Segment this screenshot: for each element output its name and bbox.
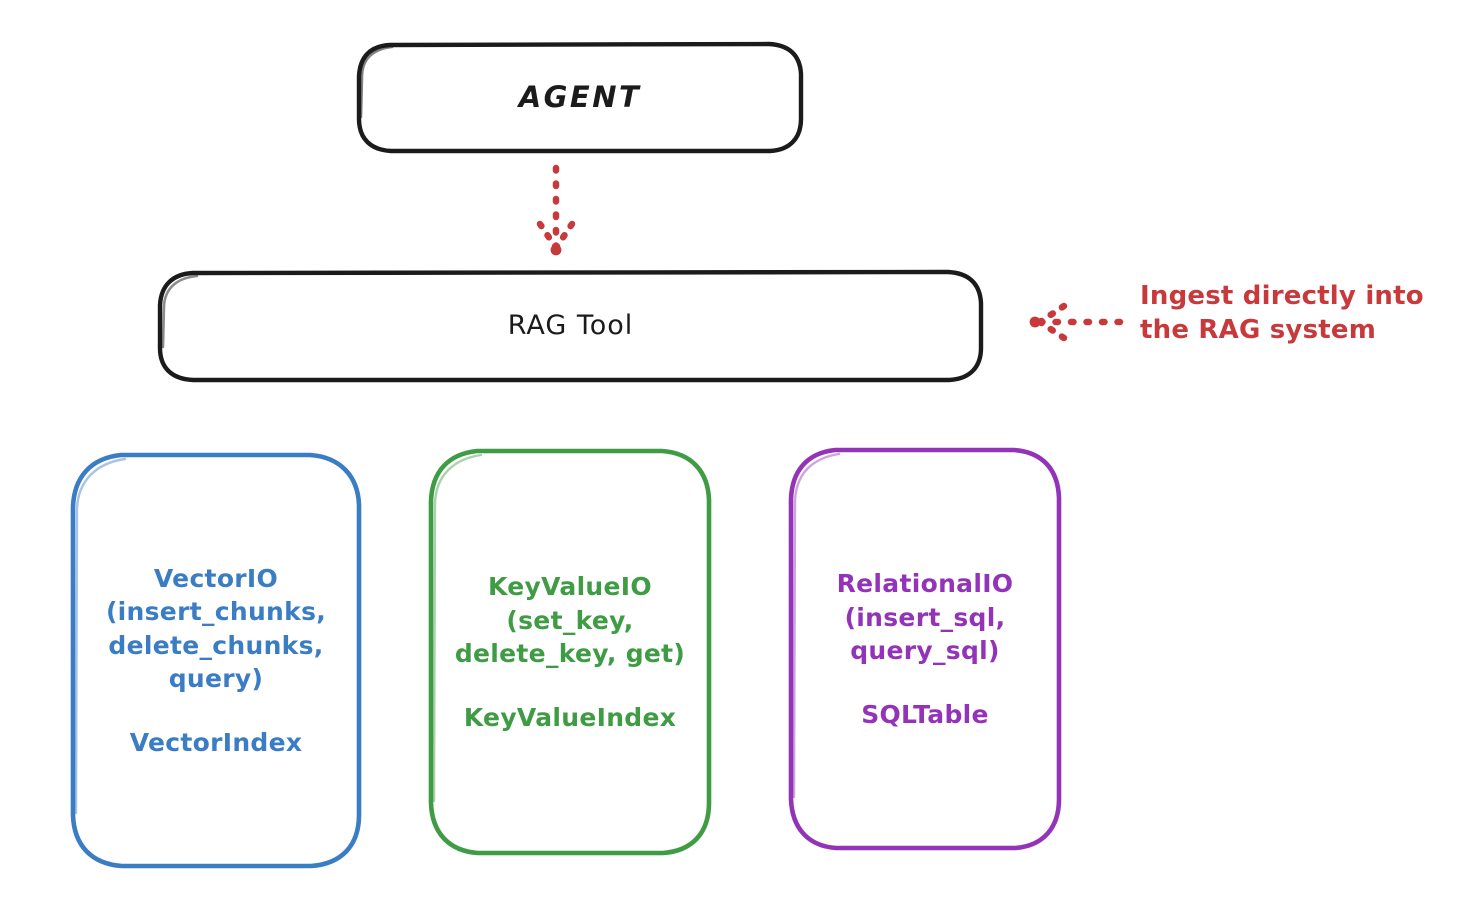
vector-io-label-primary: VectorIO (insert_chunks, delete_chunks, … xyxy=(105,563,327,694)
rag-tool-label: RAG Tool xyxy=(507,310,634,342)
key-value-io-label-primary: KeyValueIO (set_key, delete_key, get) xyxy=(454,572,686,668)
agent-label: AGENT xyxy=(518,79,642,114)
arrow-annotation-to-rag-tool xyxy=(1029,302,1124,342)
key-value-io-label-secondary: KeyValueIndex xyxy=(463,702,677,732)
relational-io-label-secondary: SQLTable xyxy=(861,699,989,729)
annotation-ingest-label: Ingest directly into the RAG system xyxy=(1140,281,1424,345)
vector-io-label-secondary: VectorIndex xyxy=(129,727,303,757)
arrow-agent-to-rag-tool xyxy=(536,164,576,256)
relational-io-label-primary: RelationalIO (insert_sql, query_sql) xyxy=(836,569,1014,665)
